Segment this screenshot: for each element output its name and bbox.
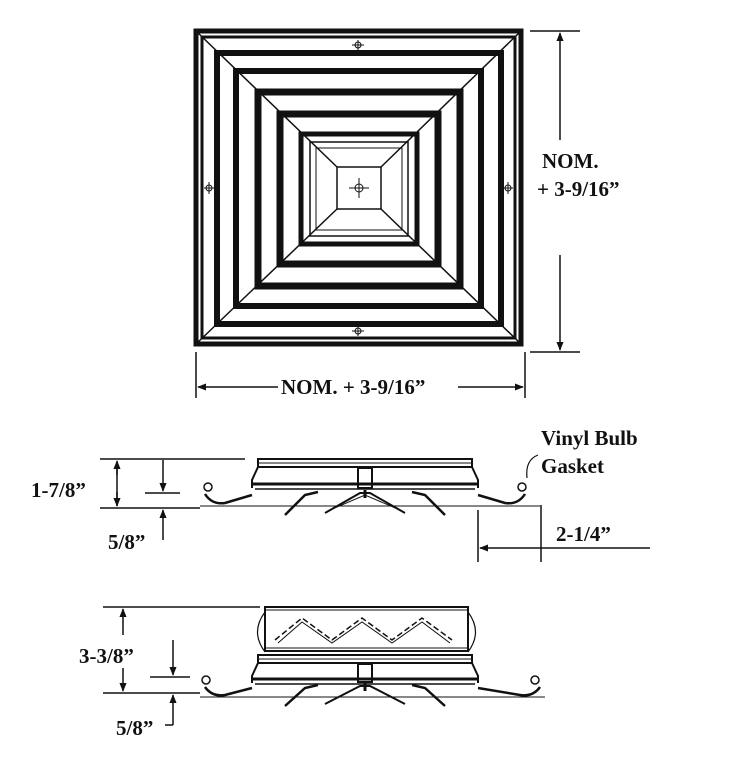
gasket-label-line2: Gasket [541, 454, 604, 478]
side-view-2: 3-3/8” 5/8” [79, 606, 545, 740]
width-dimension [195, 352, 526, 398]
top-view: NOM. + 3-9/16” NOM. + 3-9/16” [193, 28, 620, 399]
gasket-label-line1: Vinyl Bulb [541, 426, 638, 450]
side1-height-label: 1-7/8” [31, 478, 86, 502]
flange-width-label: 2-1/4” [556, 522, 611, 546]
mount-hole-icon [204, 40, 513, 336]
height-label-line2: + 3-9/16” [537, 177, 620, 201]
side2-height-label: 3-3/8” [79, 644, 134, 668]
width-label: NOM. + 3-9/16” [281, 375, 425, 399]
height-dimension [530, 30, 580, 353]
height-label-line1: NOM. [542, 149, 599, 173]
side-view-1: 1-7/8” 5/8” Vinyl Bulb [31, 426, 650, 562]
side2-bottom-label: 5/8” [116, 716, 153, 740]
side1-bottom-label: 5/8” [108, 530, 145, 554]
